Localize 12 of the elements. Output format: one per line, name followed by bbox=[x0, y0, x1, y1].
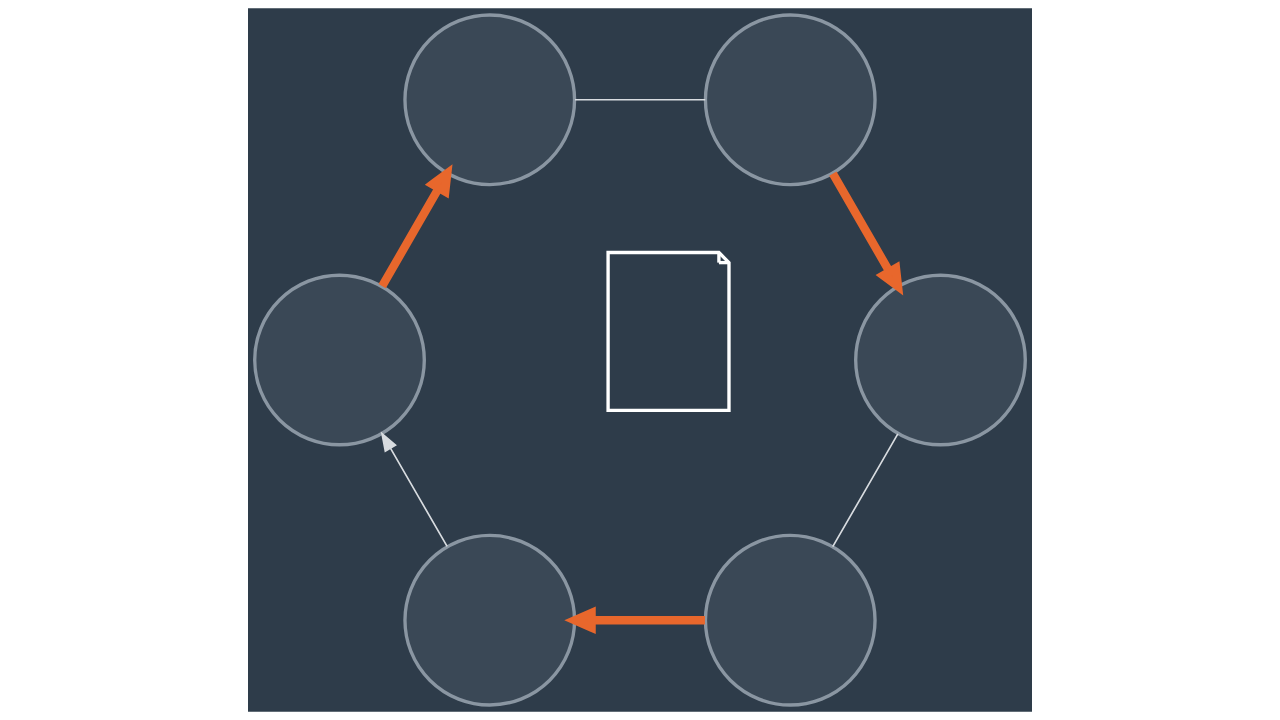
node-circle bbox=[854, 273, 1027, 447]
connector bbox=[831, 433, 899, 548]
arrow bbox=[378, 164, 453, 289]
arrow bbox=[564, 606, 705, 634]
node-circle bbox=[703, 13, 877, 187]
node-circle bbox=[703, 533, 877, 707]
arrow bbox=[380, 431, 448, 548]
node-circle bbox=[403, 13, 577, 187]
arrow bbox=[829, 171, 904, 296]
node-circle bbox=[253, 273, 426, 447]
node-circle bbox=[403, 533, 577, 707]
connector bbox=[574, 98, 707, 101]
